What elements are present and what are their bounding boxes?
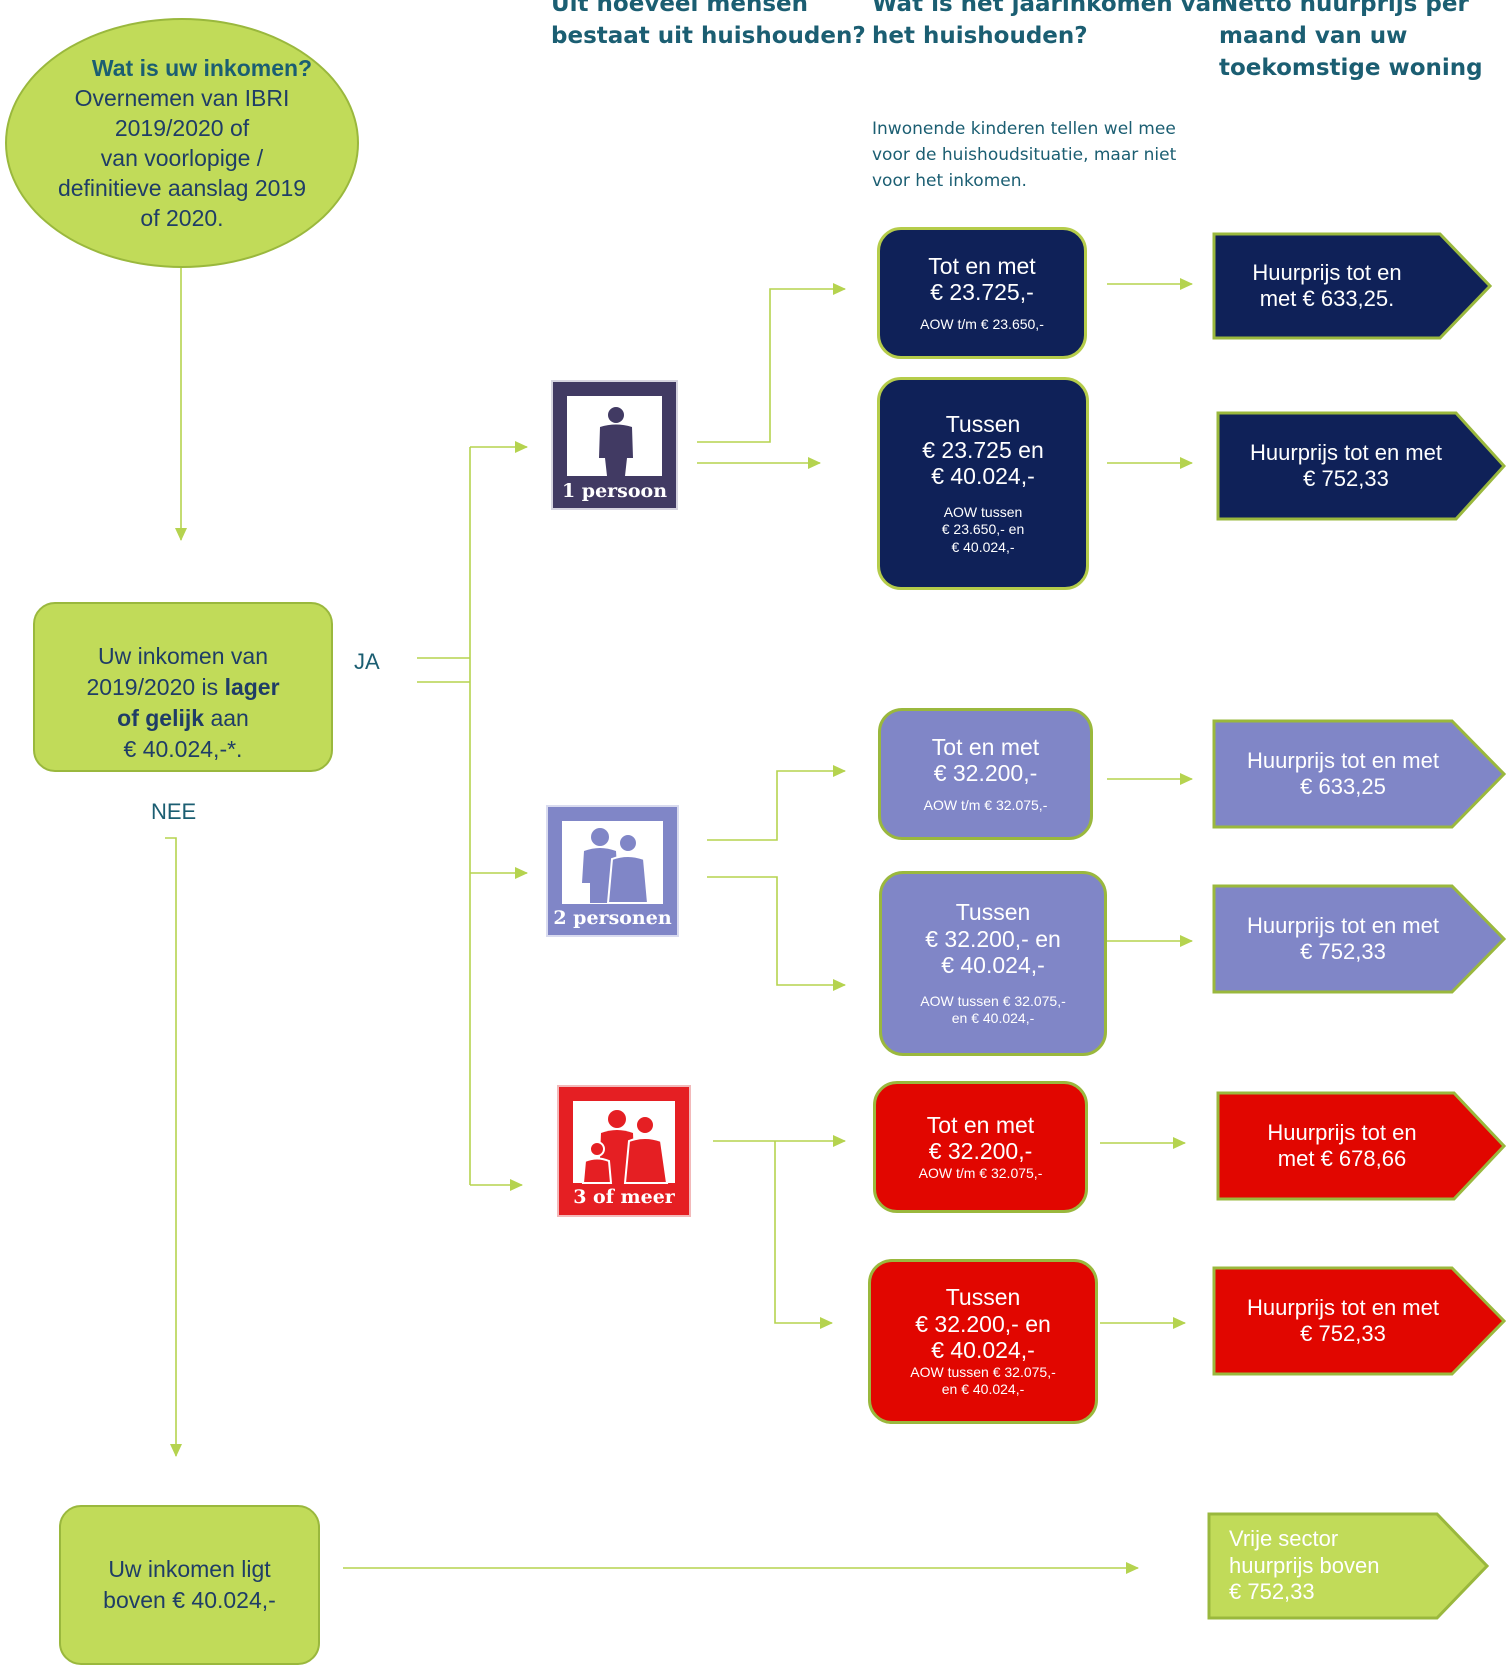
income-aow: AOW tussen € 32.075,- en € 40.024,- xyxy=(920,992,1066,1027)
income-box-3p-tussen: Tussen € 32.200,- en € 40.024,- AOW tuss… xyxy=(868,1259,1098,1424)
income-aow: AOW t/m € 32.075,- xyxy=(918,1164,1043,1181)
income-aow: AOW t/m € 23.650,- xyxy=(920,315,1044,332)
free-sector-text: Vrije sector huurprijs boven € 752,33 xyxy=(1229,1526,1380,1605)
decision-text-after: aan € 40.024,-*. xyxy=(123,704,249,762)
income-box-3p-tot: Tot en met € 32.200,- AOW t/m € 32.075,- xyxy=(873,1081,1088,1213)
two-persons-icon xyxy=(582,828,650,904)
arrow-3p-tussen xyxy=(774,1141,833,1329)
rent-box-6: Huurprijs tot en met € 752,33 xyxy=(1212,1266,1506,1376)
arrow-1p-tot xyxy=(697,283,846,443)
rent-text: Huurprijs tot en met € 752,33 xyxy=(1247,1294,1439,1346)
household-2-personen: 2 personen xyxy=(546,805,679,937)
rent-box-5: Huurprijs tot en met € 678,66 xyxy=(1216,1091,1506,1201)
rent-text: Huurprijs tot en met € 752,33 xyxy=(1247,912,1439,964)
rent-box-3: Huurprijs tot en met € 633,25 xyxy=(1212,719,1506,829)
decision-text-before: Uw inkomen van 2019/2020 is xyxy=(86,642,268,700)
income-main: Tussen € 32.200,- en € 40.024,- xyxy=(915,1284,1051,1364)
label-yes: JA xyxy=(354,649,380,674)
arrow-2p-tot xyxy=(707,765,846,841)
rent-text: Huurprijs tot en met € 633,25. xyxy=(1252,259,1402,311)
start-ellipse: Wat is uw inkomen? Overnemen van IBRI 20… xyxy=(5,18,359,268)
household-label: 3 of meer xyxy=(573,1186,675,1208)
income-main: Tussen € 32.200,- en € 40.024,- xyxy=(925,899,1061,979)
decision-text-bold: lager of gelijk xyxy=(117,673,280,731)
income-aow: AOW t/m € 32.075,- xyxy=(923,796,1048,813)
rent-text: Huurprijs tot en met € 633,25 xyxy=(1247,747,1439,799)
arrow-2p-tussen xyxy=(707,876,846,991)
rent-text: Huurprijs tot en met € 678,66 xyxy=(1267,1119,1417,1171)
arrow-no-to-above xyxy=(165,837,182,1457)
household-label: 2 personen xyxy=(553,907,672,929)
person-icon xyxy=(599,407,633,476)
note-children: Inwonende kinderen tellen wel mee voor d… xyxy=(872,119,1177,191)
income-box-2p-tussen: Tussen € 32.200,- en € 40.024,- AOW tuss… xyxy=(879,871,1107,1056)
income-main: Tot en met € 32.200,- xyxy=(931,733,1040,787)
header-household-size: Uit hoeveel mensen bestaat uit huishoude… xyxy=(551,0,866,49)
rent-box-2: Huurprijs tot en met € 752,33 xyxy=(1216,411,1506,521)
income-main: Tot en met € 32.200,- xyxy=(926,1111,1035,1165)
above-income-box: Uw inkomen ligt boven € 40.024,- xyxy=(59,1505,320,1665)
start-question: Wat is uw inkomen? xyxy=(91,55,313,81)
household-1-persoon: 1 persoon xyxy=(551,380,678,510)
income-aow: AOW tussen € 23.650,- en € 40.024,- xyxy=(941,503,1025,555)
start-text: Overnemen van IBRI 2019/2020 of van voor… xyxy=(57,85,307,231)
above-income-text: Uw inkomen ligt boven € 40.024,- xyxy=(103,1556,276,1613)
label-no: NEE xyxy=(151,799,197,824)
rent-text: Huurprijs tot en met € 752,33 xyxy=(1250,439,1442,491)
header-annual-income: Wat is het jaarinkomen van het huishoude… xyxy=(872,0,1228,49)
income-main: Tot en met € 23.725,- xyxy=(928,252,1036,306)
income-box-1p-tussen: Tussen € 23.725 en € 40.024,- AOW tussen… xyxy=(877,377,1089,590)
rent-box-4: Huurprijs tot en met € 752,33 xyxy=(1212,884,1506,994)
household-3-of-meer: 3 of meer xyxy=(557,1085,691,1217)
header-net-rent: Netto huurprijs per maand van uw toekoms… xyxy=(1219,0,1483,81)
family-icon xyxy=(581,1110,669,1184)
income-box-1p-tot: Tot en met € 23.725,- AOW t/m € 23.650,- xyxy=(877,227,1087,359)
rent-box-1: Huurprijs tot en met € 633,25. xyxy=(1212,232,1492,340)
household-label: 1 persoon xyxy=(561,480,668,502)
free-sector-box: Vrije sector huurprijs boven € 752,33 xyxy=(1207,1512,1489,1620)
decision-box: Uw inkomen van 2019/2020 is lager of gel… xyxy=(33,602,333,772)
income-main: Tussen € 23.725 en € 40.024,- xyxy=(922,410,1044,490)
income-aow: AOW tussen € 32.075,- en € 40.024,- xyxy=(910,1363,1056,1398)
line-yes xyxy=(417,447,471,1185)
income-box-2p-tot: Tot en met € 32.200,- AOW t/m € 32.075,- xyxy=(878,708,1093,840)
